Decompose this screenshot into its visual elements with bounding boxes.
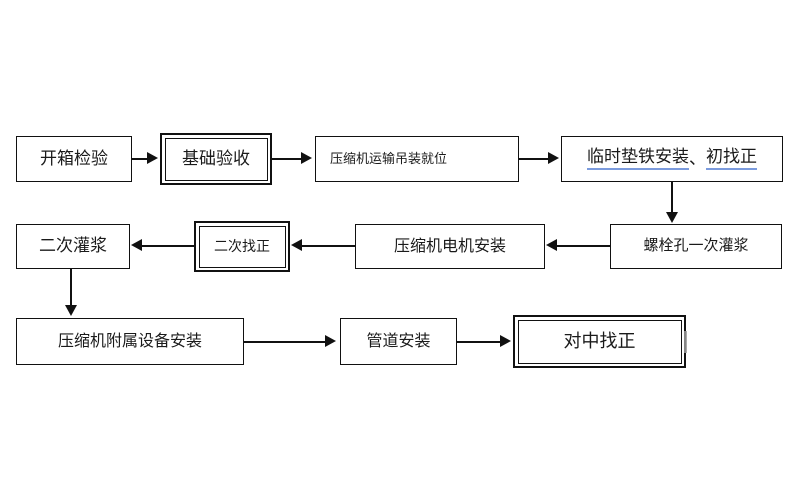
edge-line-n5-n6	[557, 245, 610, 247]
edge-arrow-n2-n3	[301, 152, 312, 164]
flow-node-unpacking-inspection[interactable]: 开箱检验	[16, 136, 132, 182]
flow-node-label: 压缩机电机安装	[393, 237, 506, 255]
flow-node-label: 二次灌浆	[39, 236, 107, 256]
edge-line-n3-n4	[519, 158, 551, 160]
flow-node-label: 对中找正	[563, 330, 636, 351]
flow-node-inner-frame: 对中找正	[517, 319, 682, 364]
edge-line-n9-n10	[244, 341, 326, 343]
edge-line-n6-n7	[302, 245, 355, 247]
flow-node-secondary-alignment[interactable]: 二次找正	[194, 221, 290, 272]
flow-node-label: 基础验收	[182, 148, 250, 168]
edge-arrow-n4-n5	[666, 212, 678, 223]
flow-node-compressor-transport-hoisting[interactable]: 压缩机运输吊装就位	[315, 136, 519, 182]
flow-node-label-separator: 、	[689, 148, 706, 168]
flow-node-pipeline-installation[interactable]: 管道安装	[340, 318, 457, 365]
edge-line-n1-n2	[132, 158, 148, 160]
flow-node-label-part-1: 临时垫铁安装	[587, 147, 689, 170]
flow-node-centering-alignment[interactable]: 对中找正	[513, 315, 686, 368]
edge-arrow-n1-n2	[147, 152, 158, 164]
edge-arrow-n9-n10	[325, 335, 336, 347]
flow-node-label: 二次找正	[214, 237, 270, 254]
edge-line-n2-n3	[272, 158, 302, 160]
edge-line-n8-n9	[70, 269, 72, 307]
flow-node-inner-frame: 基础验收	[164, 137, 268, 181]
flow-node-label: 开箱检验	[40, 148, 108, 168]
flow-node-temporary-shim-initial-alignment[interactable]: 临时垫铁安装 、 初找正	[561, 136, 783, 182]
flow-node-label: 螺栓孔一次灌浆	[643, 237, 749, 255]
flow-node-compressor-motor-installation[interactable]: 压缩机电机安装	[355, 224, 545, 269]
edge-line-n4-n5	[671, 182, 673, 214]
flow-node-label: 压缩机运输吊装就位	[330, 150, 448, 166]
flow-node-bolt-hole-primary-grouting[interactable]: 螺栓孔一次灌浆	[610, 224, 782, 269]
flow-node-foundation-acceptance[interactable]: 基础验收	[160, 133, 272, 185]
edge-line-n7-n8	[142, 245, 194, 247]
edge-arrow-n5-n6	[546, 239, 557, 251]
flow-node-compressor-auxiliary-equipment-installation[interactable]: 压缩机附属设备安装	[16, 318, 244, 365]
edge-line-n10-n11	[457, 341, 501, 343]
edge-arrow-n3-n4	[548, 152, 559, 164]
flow-node-label: 管道安装	[366, 332, 431, 350]
edge-arrow-n8-n9	[65, 305, 77, 316]
flow-node-secondary-grouting[interactable]: 二次灌浆	[16, 224, 130, 269]
edge-arrow-n10-n11	[500, 335, 511, 347]
flow-node-inner-frame: 二次找正	[198, 225, 286, 268]
flow-node-label: 压缩机附属设备安装	[57, 332, 202, 350]
flow-node-label-part-2: 初找正	[706, 147, 757, 170]
edge-arrow-n7-n8	[131, 239, 142, 251]
edge-arrow-n6-n7	[291, 239, 302, 251]
text-caret	[684, 331, 687, 353]
